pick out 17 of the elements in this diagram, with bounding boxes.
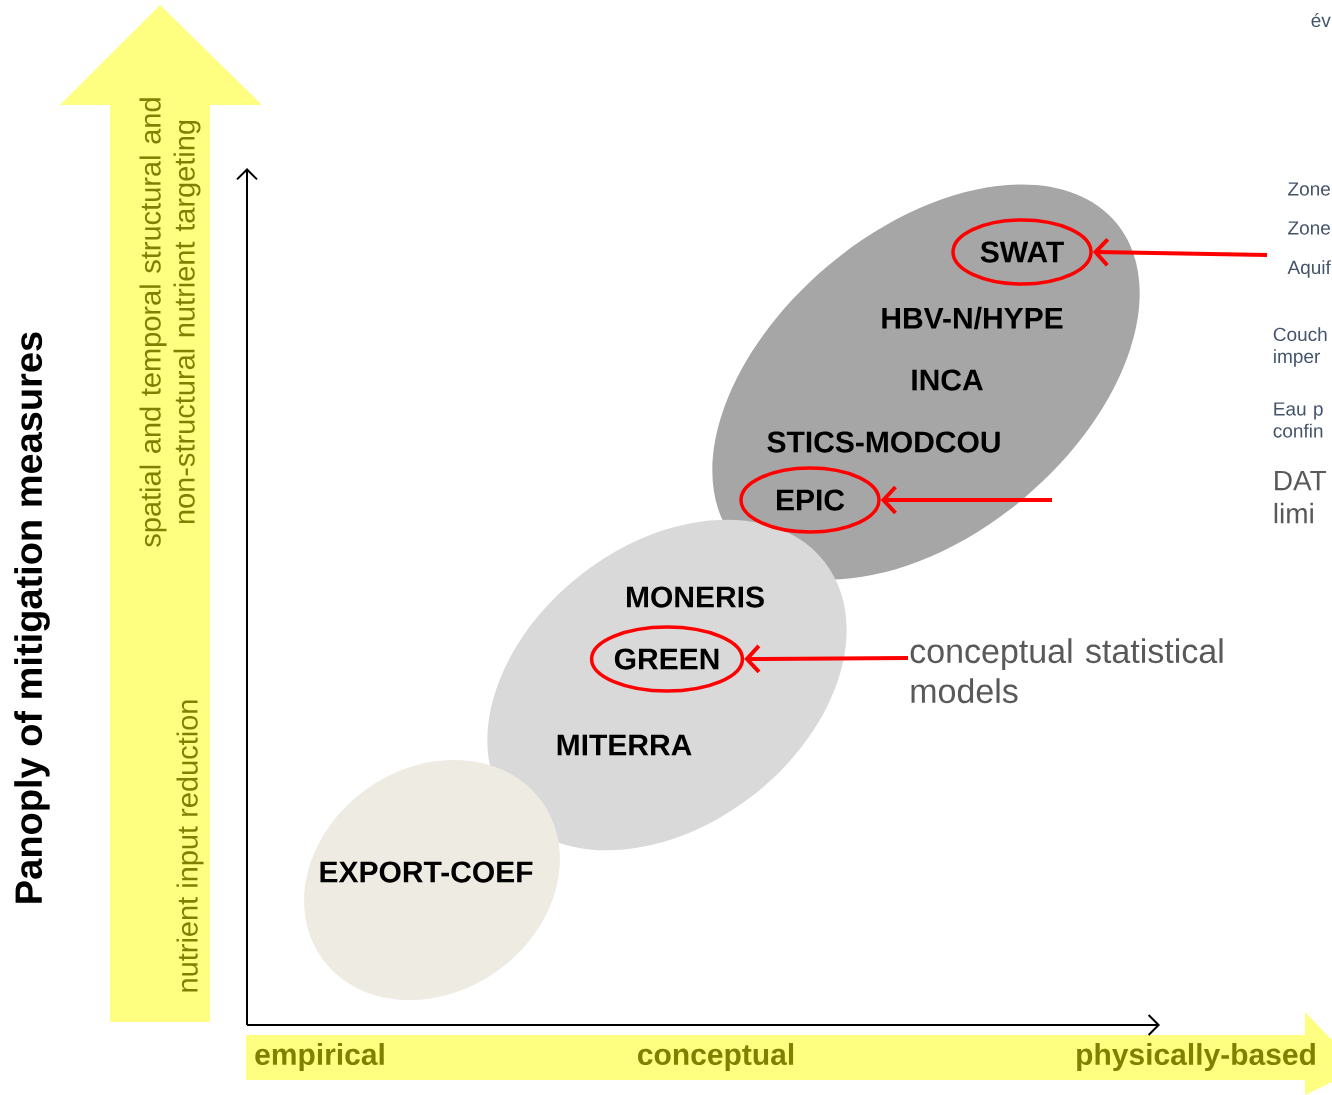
axis-band-label: spatial and temporal structural and non-structural nutrient targeting bbox=[139, 98, 201, 547]
axis-band-label: nutrient input reduction bbox=[176, 700, 204, 992]
annotation-text: conceptual statistical models bbox=[910, 638, 1223, 704]
arrow bbox=[1092, 237, 1268, 267]
arrow bbox=[880, 485, 1052, 515]
side-text: DAT limi bbox=[1274, 470, 1327, 524]
side-text: év bbox=[1311, 12, 1331, 28]
axis-band-label: empirical bbox=[255, 1043, 384, 1071]
side-text: Aquif bbox=[1287, 260, 1331, 278]
side-text: Couch imper bbox=[1273, 327, 1327, 367]
axis-title: Panoply of mitigation measures bbox=[14, 332, 50, 903]
axis-band-label: physically-based bbox=[1077, 1043, 1315, 1071]
arrow bbox=[744, 644, 909, 674]
side-text: Zone bbox=[1288, 182, 1330, 196]
side-text: Zone bbox=[1288, 221, 1330, 235]
side-text: Eau p confin bbox=[1273, 402, 1323, 438]
axis-band-label: conceptual bbox=[638, 1043, 794, 1071]
